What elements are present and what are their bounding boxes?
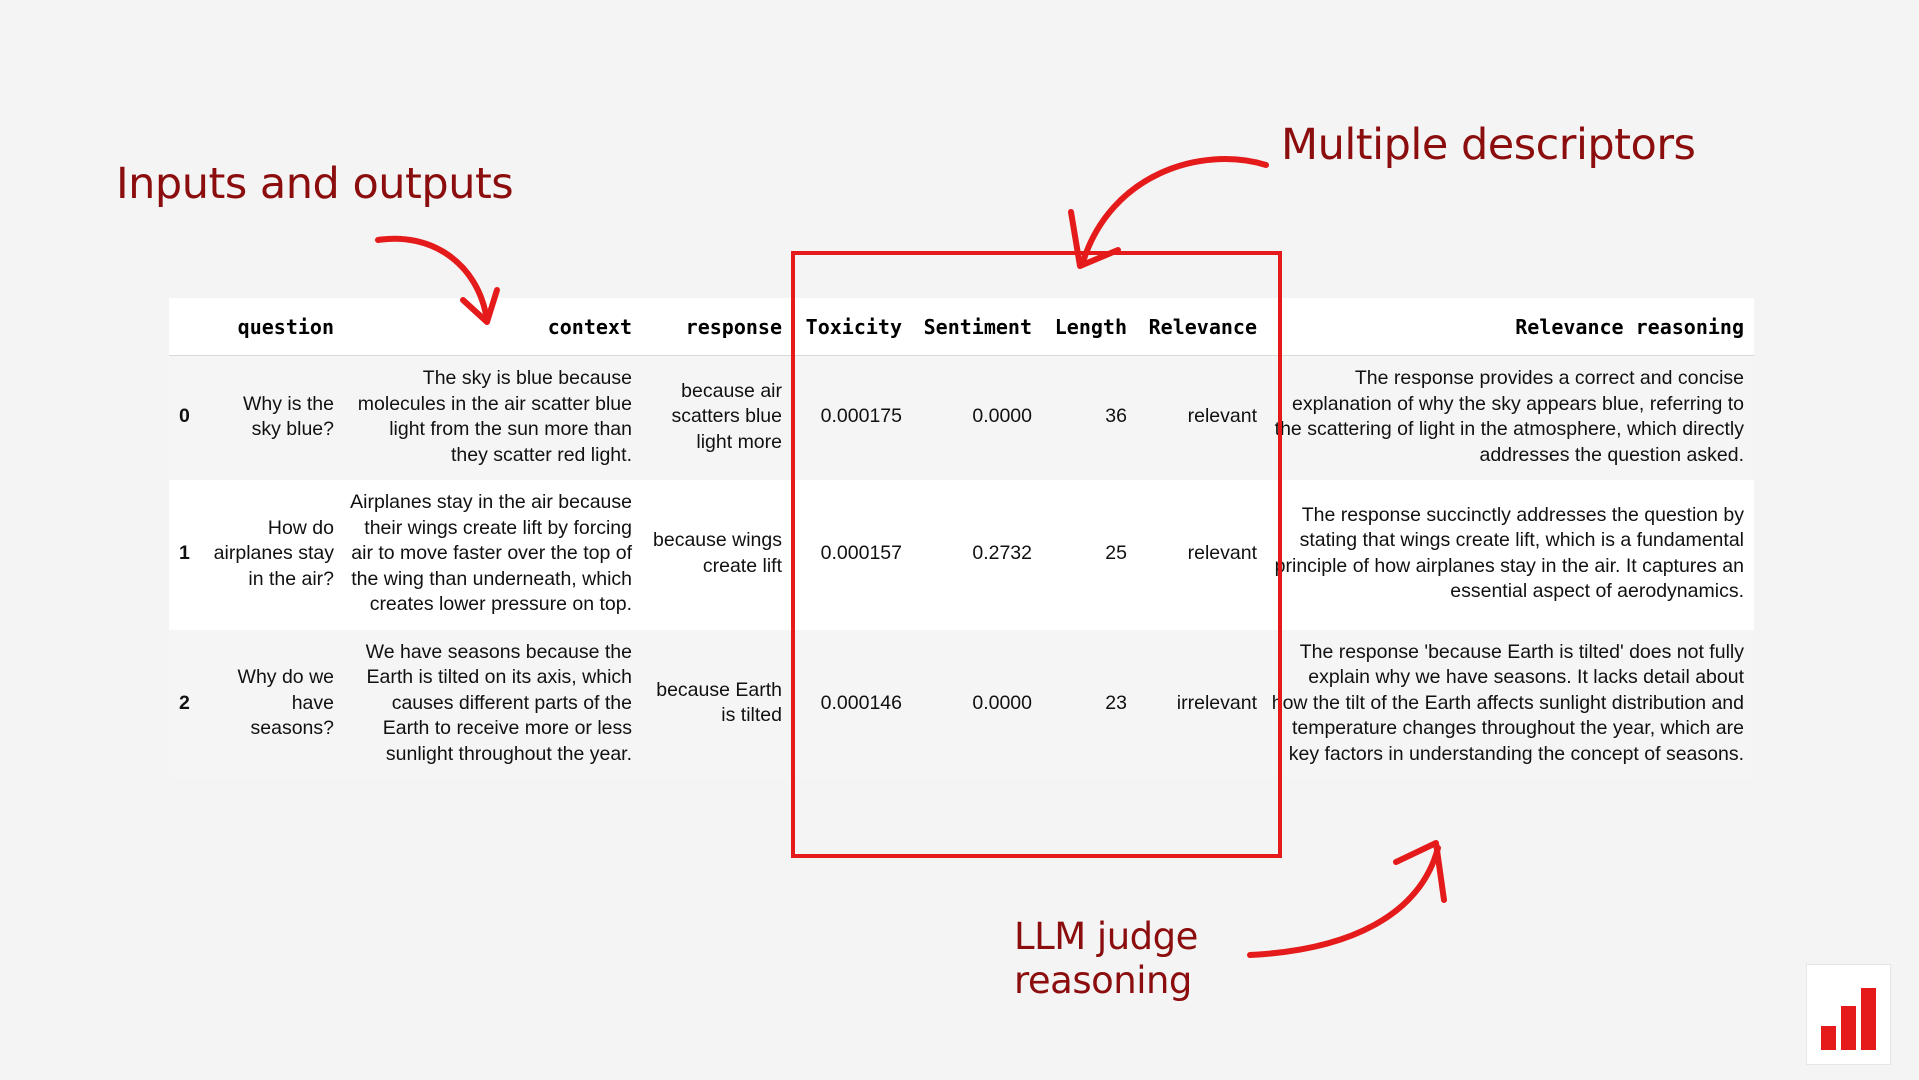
cell-relevance-reasoning: The response provides a correct and conc… — [1267, 355, 1754, 480]
cell-relevance: relevant — [1137, 355, 1267, 480]
results-table: question context response Toxicity Senti… — [169, 298, 1754, 779]
arrowhead-icon-inputs-outputs — [460, 287, 500, 325]
arrow-icon-multiple-descriptors — [1080, 156, 1269, 265]
arrowhead-icon-llm-judge — [1393, 840, 1447, 903]
cell-context: We have seasons because the Earth is til… — [344, 629, 642, 779]
arrow-icon-llm-judge — [1247, 845, 1441, 958]
annotation-inputs-outputs: Inputs and outputs — [116, 159, 514, 209]
cell-relevance: relevant — [1137, 480, 1267, 630]
cell-sentiment: 0.0000 — [912, 355, 1042, 480]
table-row: 0 Why is the sky blue? The sky is blue b… — [169, 355, 1754, 480]
cell-response: because air scatters blue light more — [642, 355, 792, 480]
column-header-response: response — [642, 298, 792, 356]
cell-toxicity: 0.000146 — [792, 629, 912, 779]
table-row: 2 Why do we have seasons? We have season… — [169, 629, 1754, 779]
cell-response: because wings create lift — [642, 480, 792, 630]
cell-length: 23 — [1042, 629, 1137, 779]
column-header-relevance-reasoning: Relevance reasoning — [1267, 298, 1754, 356]
cell-response: because Earth is tilted — [642, 629, 792, 779]
cell-context: Airplanes stay in the air because their … — [344, 480, 642, 630]
arrow-icon-inputs-outputs — [375, 235, 490, 323]
row-index: 1 — [169, 480, 207, 630]
logo-bar-medium — [1841, 1006, 1856, 1050]
cell-question: How do airplanes stay in the air? — [207, 480, 344, 630]
cell-question: Why do we have seasons? — [207, 629, 344, 779]
column-header-toxicity: Toxicity — [792, 298, 912, 356]
cell-toxicity: 0.000175 — [792, 355, 912, 480]
annotation-llm-judge-line1: LLM judge — [1014, 915, 1198, 958]
column-header-relevance: Relevance — [1137, 298, 1267, 356]
cell-relevance-reasoning: The response succinctly addresses the qu… — [1267, 480, 1754, 630]
column-header-sentiment: Sentiment — [912, 298, 1042, 356]
annotation-llm-judge: LLM judge reasoning — [1014, 915, 1198, 1004]
descriptor-highlight-box — [791, 251, 1282, 858]
cell-sentiment: 0.0000 — [912, 629, 1042, 779]
annotation-multiple-descriptors: Multiple descriptors — [1281, 120, 1696, 170]
row-index: 0 — [169, 355, 207, 480]
results-dataframe: question context response Toxicity Senti… — [169, 298, 1754, 779]
cell-length: 25 — [1042, 480, 1137, 630]
cell-question: Why is the sky blue? — [207, 355, 344, 480]
logo-bar-tall — [1861, 988, 1876, 1050]
cell-relevance-reasoning: The response 'because Earth is tilted' d… — [1267, 629, 1754, 779]
column-header-question: question — [207, 298, 344, 356]
row-index: 2 — [169, 629, 207, 779]
column-header-index — [169, 298, 207, 356]
cell-sentiment: 0.2732 — [912, 480, 1042, 630]
cell-context: The sky is blue because molecules in the… — [344, 355, 642, 480]
cell-toxicity: 0.000157 — [792, 480, 912, 630]
annotation-llm-judge-line2: reasoning — [1014, 959, 1192, 1003]
column-header-length: Length — [1042, 298, 1137, 356]
arrowhead-icon-multiple-descriptors — [1068, 209, 1121, 269]
logo-bar-short — [1821, 1026, 1836, 1050]
bar-chart-logo-icon — [1806, 964, 1891, 1065]
table-row: 1 How do airplanes stay in the air? Airp… — [169, 480, 1754, 630]
cell-relevance: irrelevant — [1137, 629, 1267, 779]
cell-length: 36 — [1042, 355, 1137, 480]
